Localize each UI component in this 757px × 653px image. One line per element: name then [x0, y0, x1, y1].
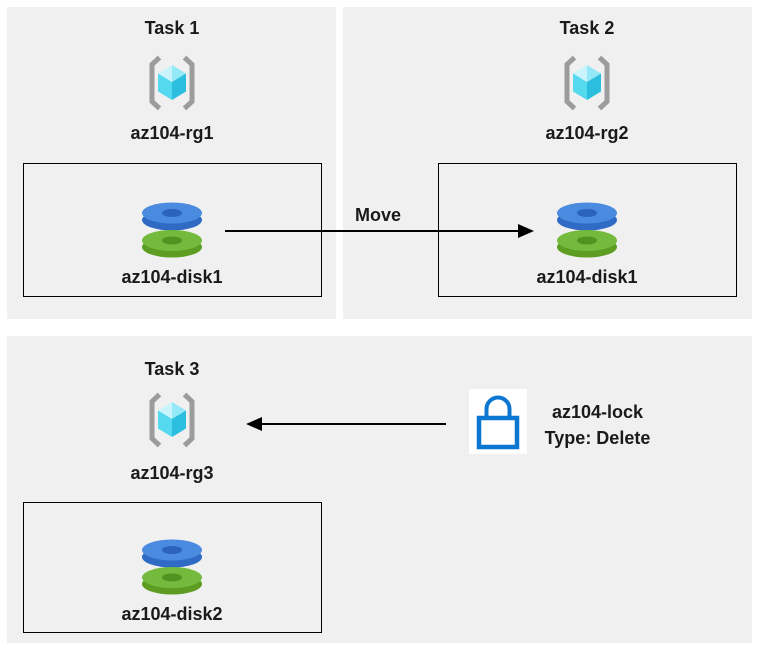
managed-disk-icon: [142, 202, 202, 258]
lock-icon-tile: [469, 389, 527, 454]
move-arrow-label: Move: [354, 205, 401, 225]
resource-group-icon: [149, 392, 195, 448]
task1-disk-box: az104-disk1: [22, 163, 322, 297]
resource-group-icon: [149, 55, 195, 111]
task3-column: Task 3 az104-rg3 az104-d: [22, 356, 322, 633]
managed-disk-icon: [142, 539, 202, 595]
task3-disk-label: az104-disk2: [121, 604, 223, 624]
task2-column: Task 2 az104-rg2 az104-d: [437, 15, 737, 297]
task1-resource-group-label: az104-rg1: [130, 123, 214, 143]
task2-disk-box: az104-disk1: [437, 163, 737, 297]
task2-disk-label: az104-disk1: [536, 267, 638, 287]
task2-panel: Task 2 az104-rg2 az104-d: [343, 7, 752, 319]
task1-column: Task 1 az104-rg1 az104-d: [22, 15, 322, 297]
lock-type-label: Type: Delete: [544, 428, 651, 448]
task2-title: Task 2: [559, 18, 615, 38]
lock-label-group: az104-lock Type: Delete: [537, 399, 658, 451]
lock-icon: [476, 395, 520, 450]
task3-resource-group-label: az104-rg3: [130, 463, 214, 483]
task2-resource-group-label: az104-rg2: [545, 123, 629, 143]
task3-title: Task 3: [144, 359, 200, 379]
task3-panel: Task 3 az104-rg3 az104-d: [7, 336, 752, 643]
lock-name-label: az104-lock: [551, 402, 644, 422]
task3-disk-box: az104-disk2: [22, 502, 322, 633]
task1-title: Task 1: [144, 18, 200, 38]
managed-disk-icon: [557, 202, 617, 258]
task1-disk-label: az104-disk1: [121, 267, 223, 287]
resource-group-icon: [564, 55, 610, 111]
task1-panel: Task 1 az104-rg1 az104-d: [7, 7, 336, 319]
